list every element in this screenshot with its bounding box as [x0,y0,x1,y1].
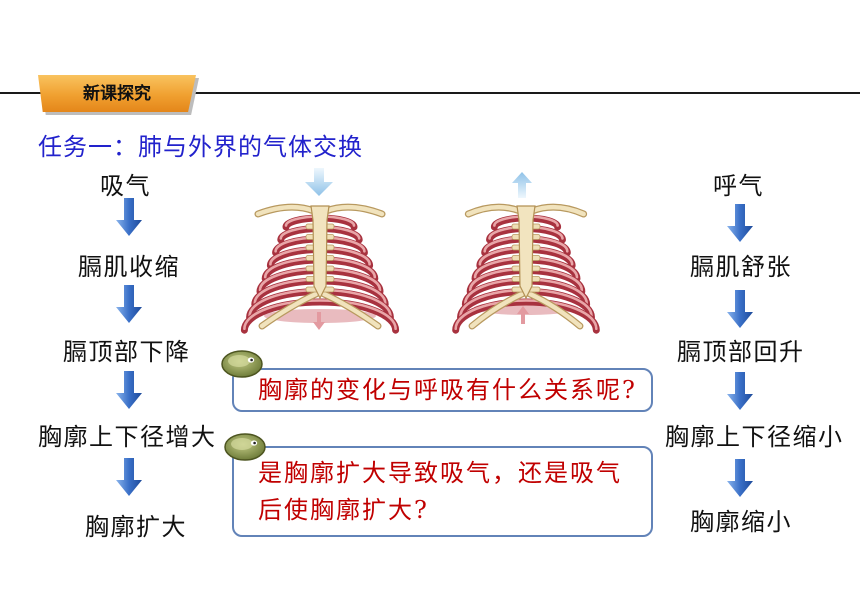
costal-cartilage [469,291,525,329]
rib [452,298,600,334]
flow-arrow-down-icon [116,198,142,236]
clavicle [466,204,523,217]
flow-arrow-down-icon [727,459,753,497]
rib-cage-expanded-illustration [240,203,400,334]
flow-arrow-down-icon [727,290,753,328]
rib [240,298,400,334]
question-bubble-2: 是胸廓扩大导致吸气，还是吸气 后使胸廓扩大? [232,446,653,537]
question-bubble-1: 胸廓的变化与呼吸有什么关系呢? [232,368,653,412]
rib-highlight [243,299,397,330]
inhale-step-1: 吸气 [100,172,151,200]
sternum [310,205,330,300]
exhale-step-4: 胸廓上下径缩小 [665,423,844,451]
section-tab-label: 新课探究 [83,84,151,103]
flow-arrow-down-icon [116,371,142,409]
air-out-up-arrow-icon [512,172,532,198]
rib-highlight [454,299,598,330]
inhale-step-3: 膈顶部下降 [63,338,191,366]
diaphragm-up-arrow-icon [517,306,529,324]
costal-cartilage [321,291,381,329]
mascot-icon [221,350,263,378]
air-in-down-arrow-icon [305,168,333,196]
exhale-step-3: 膈顶部回升 [677,338,805,366]
costal-cartilage [527,291,583,329]
exhale-step-1: 呼气 [713,172,764,200]
exhale-step-5: 胸廓缩小 [690,508,792,536]
sternum [516,205,536,300]
exhale-step-2: 膈肌舒张 [690,253,792,281]
question-2-line-2: 后使胸廓扩大? [258,496,429,524]
flow-arrow-down-icon [116,458,142,496]
rib-cage-contracted-illustration [452,203,600,334]
section-tab: 新课探究 [38,75,196,112]
question-2-line-1: 是胸廓扩大导致吸气，还是吸气 [258,459,622,487]
clavicle [529,204,586,217]
clavicle [255,204,317,217]
flow-arrow-down-icon [727,372,753,410]
inhale-step-2: 膈肌收缩 [78,253,180,281]
flow-arrow-down-icon [116,285,142,323]
question-1-line-1: 胸廓的变化与呼吸有什么关系呢? [258,376,637,404]
inhale-step-4: 胸廓上下径增大 [38,423,217,451]
task-title: 任务一：肺与外界的气体交换 [38,133,363,161]
costal-cartilage [259,291,319,329]
flow-arrow-down-icon [727,204,753,242]
header-rule [0,92,860,94]
clavicle [323,204,385,217]
inhale-step-5: 胸廓扩大 [85,513,187,541]
diaphragm-down-arrow-icon [313,312,325,330]
mascot-icon [224,433,266,461]
